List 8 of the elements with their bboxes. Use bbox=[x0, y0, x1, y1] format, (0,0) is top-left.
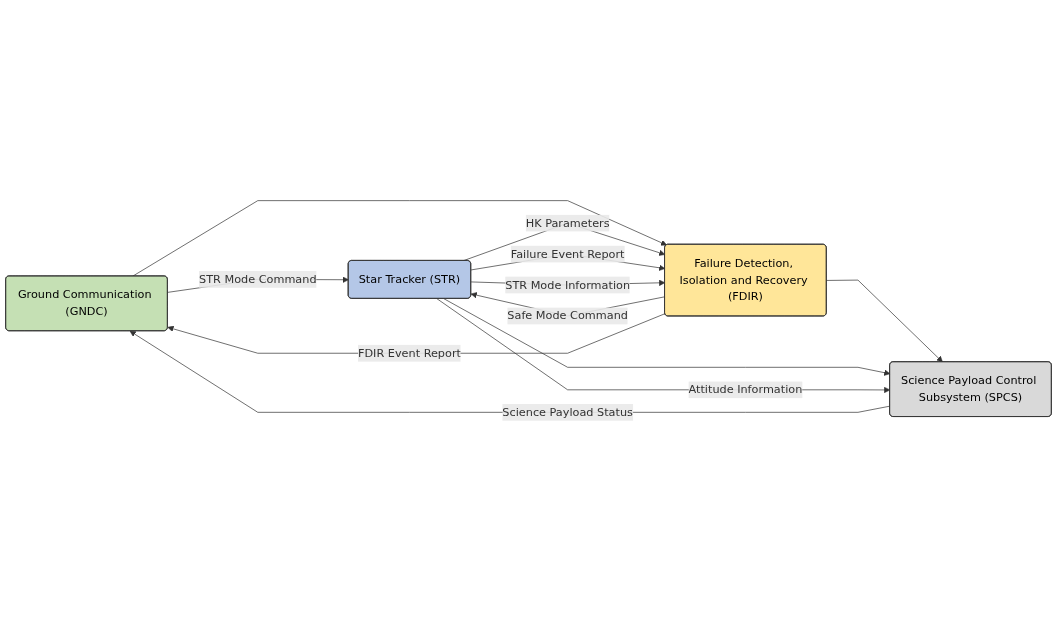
edge-label: STR Mode Command bbox=[199, 272, 317, 287]
edge-label: Failure Event Report bbox=[510, 247, 625, 261]
edge-label: HK Parameters bbox=[525, 216, 610, 230]
edge-label: Science Payload Status bbox=[502, 405, 633, 419]
edge-label: FDIR Event Report bbox=[357, 346, 461, 360]
edge-label: Safe Mode Command bbox=[507, 309, 628, 323]
edge-label: STR Mode Information bbox=[505, 278, 631, 292]
edge-label: Attitude Information bbox=[688, 383, 803, 397]
